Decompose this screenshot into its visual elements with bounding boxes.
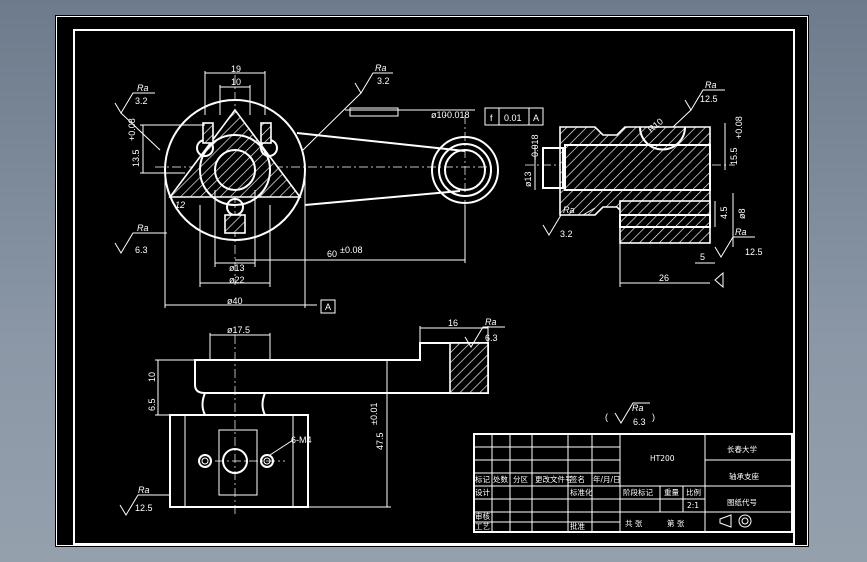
- ra-value-6-3-a: 6.3: [135, 245, 148, 255]
- tb-drawing-no: 图纸代号: [727, 497, 757, 507]
- ra-value-12-5-b: 12.5: [745, 247, 763, 257]
- tb-university: 长春大学: [727, 444, 757, 454]
- ra-label-3: Ra: [137, 223, 149, 233]
- tb-process: 工艺: [475, 522, 490, 531]
- ra-label-6: Ra: [735, 227, 747, 237]
- dim-5: 5: [700, 252, 705, 262]
- front-view: ø17.5 16 10 6.5 47.5 ±0.01 6-M4 Ra 6.3 R…: [119, 317, 505, 516]
- ra-value-3-2-c: 3.2: [560, 229, 573, 239]
- tolerance-frame: [484, 107, 544, 126]
- dim-19: 19: [231, 64, 241, 74]
- dim-10: 10: [231, 77, 241, 87]
- tb-zone: 分区: [513, 475, 528, 484]
- tb-part-name: 轴承支座: [729, 471, 759, 481]
- ra-value-6-3-b: 6.3: [485, 333, 498, 343]
- tb-sheet-no: 第 张: [667, 518, 685, 528]
- gen-ra-close: ): [652, 412, 655, 422]
- gen-ra-open: (: [605, 412, 608, 422]
- tb-count: 处数: [493, 474, 508, 484]
- tol-15-5: +0.08: [734, 116, 744, 139]
- tol-47-5: ±0.01: [369, 403, 379, 425]
- engineering-drawing: 19 10 13.5 +0.08 12 ø13 ø22 ø40 A 60 ±0.…: [56, 16, 808, 546]
- dim-4-5: 4.5: [719, 206, 729, 219]
- tb-weight: 重量: [664, 488, 679, 497]
- side-section-view: R10 15.5 +0.08 ø13 -0.018 4.5 ø8 5 26 Ra…: [523, 80, 763, 289]
- tb-review: 审核: [475, 511, 490, 521]
- tb-ratio: 比例: [686, 487, 701, 497]
- tb-date: 年/月/日: [593, 474, 621, 484]
- tol-frame-symbol: f: [490, 113, 493, 123]
- ra-value-12-5-c: 12.5: [135, 503, 153, 513]
- tb-sheets-total: 共 张: [625, 519, 643, 528]
- datum-box-a: [320, 299, 336, 314]
- ra-label-2: Ra: [375, 63, 387, 73]
- dim-6-5: 6.5: [147, 398, 157, 411]
- tb-std: 标准化: [570, 487, 593, 497]
- tb-scale: 2:1: [687, 501, 699, 510]
- dim-60: 60: [327, 249, 337, 259]
- dim-d13: ø13: [229, 263, 245, 273]
- tol-frame-value: 0.01: [504, 113, 522, 123]
- top-view: 19 10 13.5 +0.08 12 ø13 ø22 ø40 A 60 ±0.…: [114, 63, 544, 314]
- ra-value-12-5-a: 12.5: [700, 94, 718, 104]
- tb-mark: 标记: [475, 474, 490, 484]
- dim-d8: ø8: [737, 208, 747, 219]
- drawing-sheet: 19 10 13.5 +0.08 12 ø13 ø22 ø40 A 60 ±0.…: [55, 15, 809, 547]
- ra-label-5: Ra: [563, 205, 575, 215]
- ra-label-4: Ra: [705, 80, 717, 90]
- frame-border: [73, 29, 795, 545]
- tol-d10: -0.018: [444, 110, 470, 120]
- ra-value-3-2-b: 3.2: [377, 76, 390, 86]
- dim-12: 12: [175, 200, 185, 210]
- datum-label-a: A: [325, 302, 331, 312]
- dim-47-5: 47.5: [375, 432, 385, 450]
- tol-d13b: -0.018: [530, 134, 540, 160]
- dim-16: 16: [448, 318, 458, 328]
- sheet-border: [56, 16, 808, 546]
- dim-15-5: 15.5: [729, 147, 739, 165]
- tb-material: HT200: [650, 454, 675, 463]
- tb-stage: 阶段标记: [623, 487, 653, 497]
- tol-frame-datum: A: [533, 113, 539, 123]
- tol-60: ±0.08: [340, 245, 362, 255]
- dim-26: 26: [659, 273, 669, 283]
- ra-value-3-2-a: 3.2: [135, 96, 148, 106]
- gen-ra-value: 6.3: [633, 417, 646, 427]
- tb-sign: 签名: [570, 474, 585, 484]
- dim-d13b: ø13: [523, 171, 533, 187]
- ra-label-7: Ra: [485, 317, 497, 327]
- dim-d40: ø40: [227, 296, 243, 306]
- dim-13-5: 13.5: [131, 149, 141, 167]
- dim-d17-5: ø17.5: [227, 325, 250, 335]
- dim-m4: 6-M4: [291, 435, 312, 445]
- dim-10c: 10: [147, 372, 157, 382]
- dim-d22: ø22: [229, 275, 245, 285]
- dim-d10: ø10: [431, 110, 447, 120]
- tb-design: 设计: [475, 487, 490, 497]
- tol-13-5: +0.08: [127, 118, 137, 141]
- ra-label-8: Ra: [138, 485, 150, 495]
- general-roughness: ( Ra 6.3 ): [605, 402, 655, 427]
- ra-label-1: Ra: [137, 83, 149, 93]
- tb-change-doc: 更改文件号: [535, 474, 573, 484]
- title-block: HT200 长春大学 轴承支座 图纸代号 标记 处数 分区 更改文件号 签名 年…: [473, 433, 793, 533]
- gen-ra-label: Ra: [632, 403, 644, 413]
- tb-approve: 批准: [570, 521, 585, 531]
